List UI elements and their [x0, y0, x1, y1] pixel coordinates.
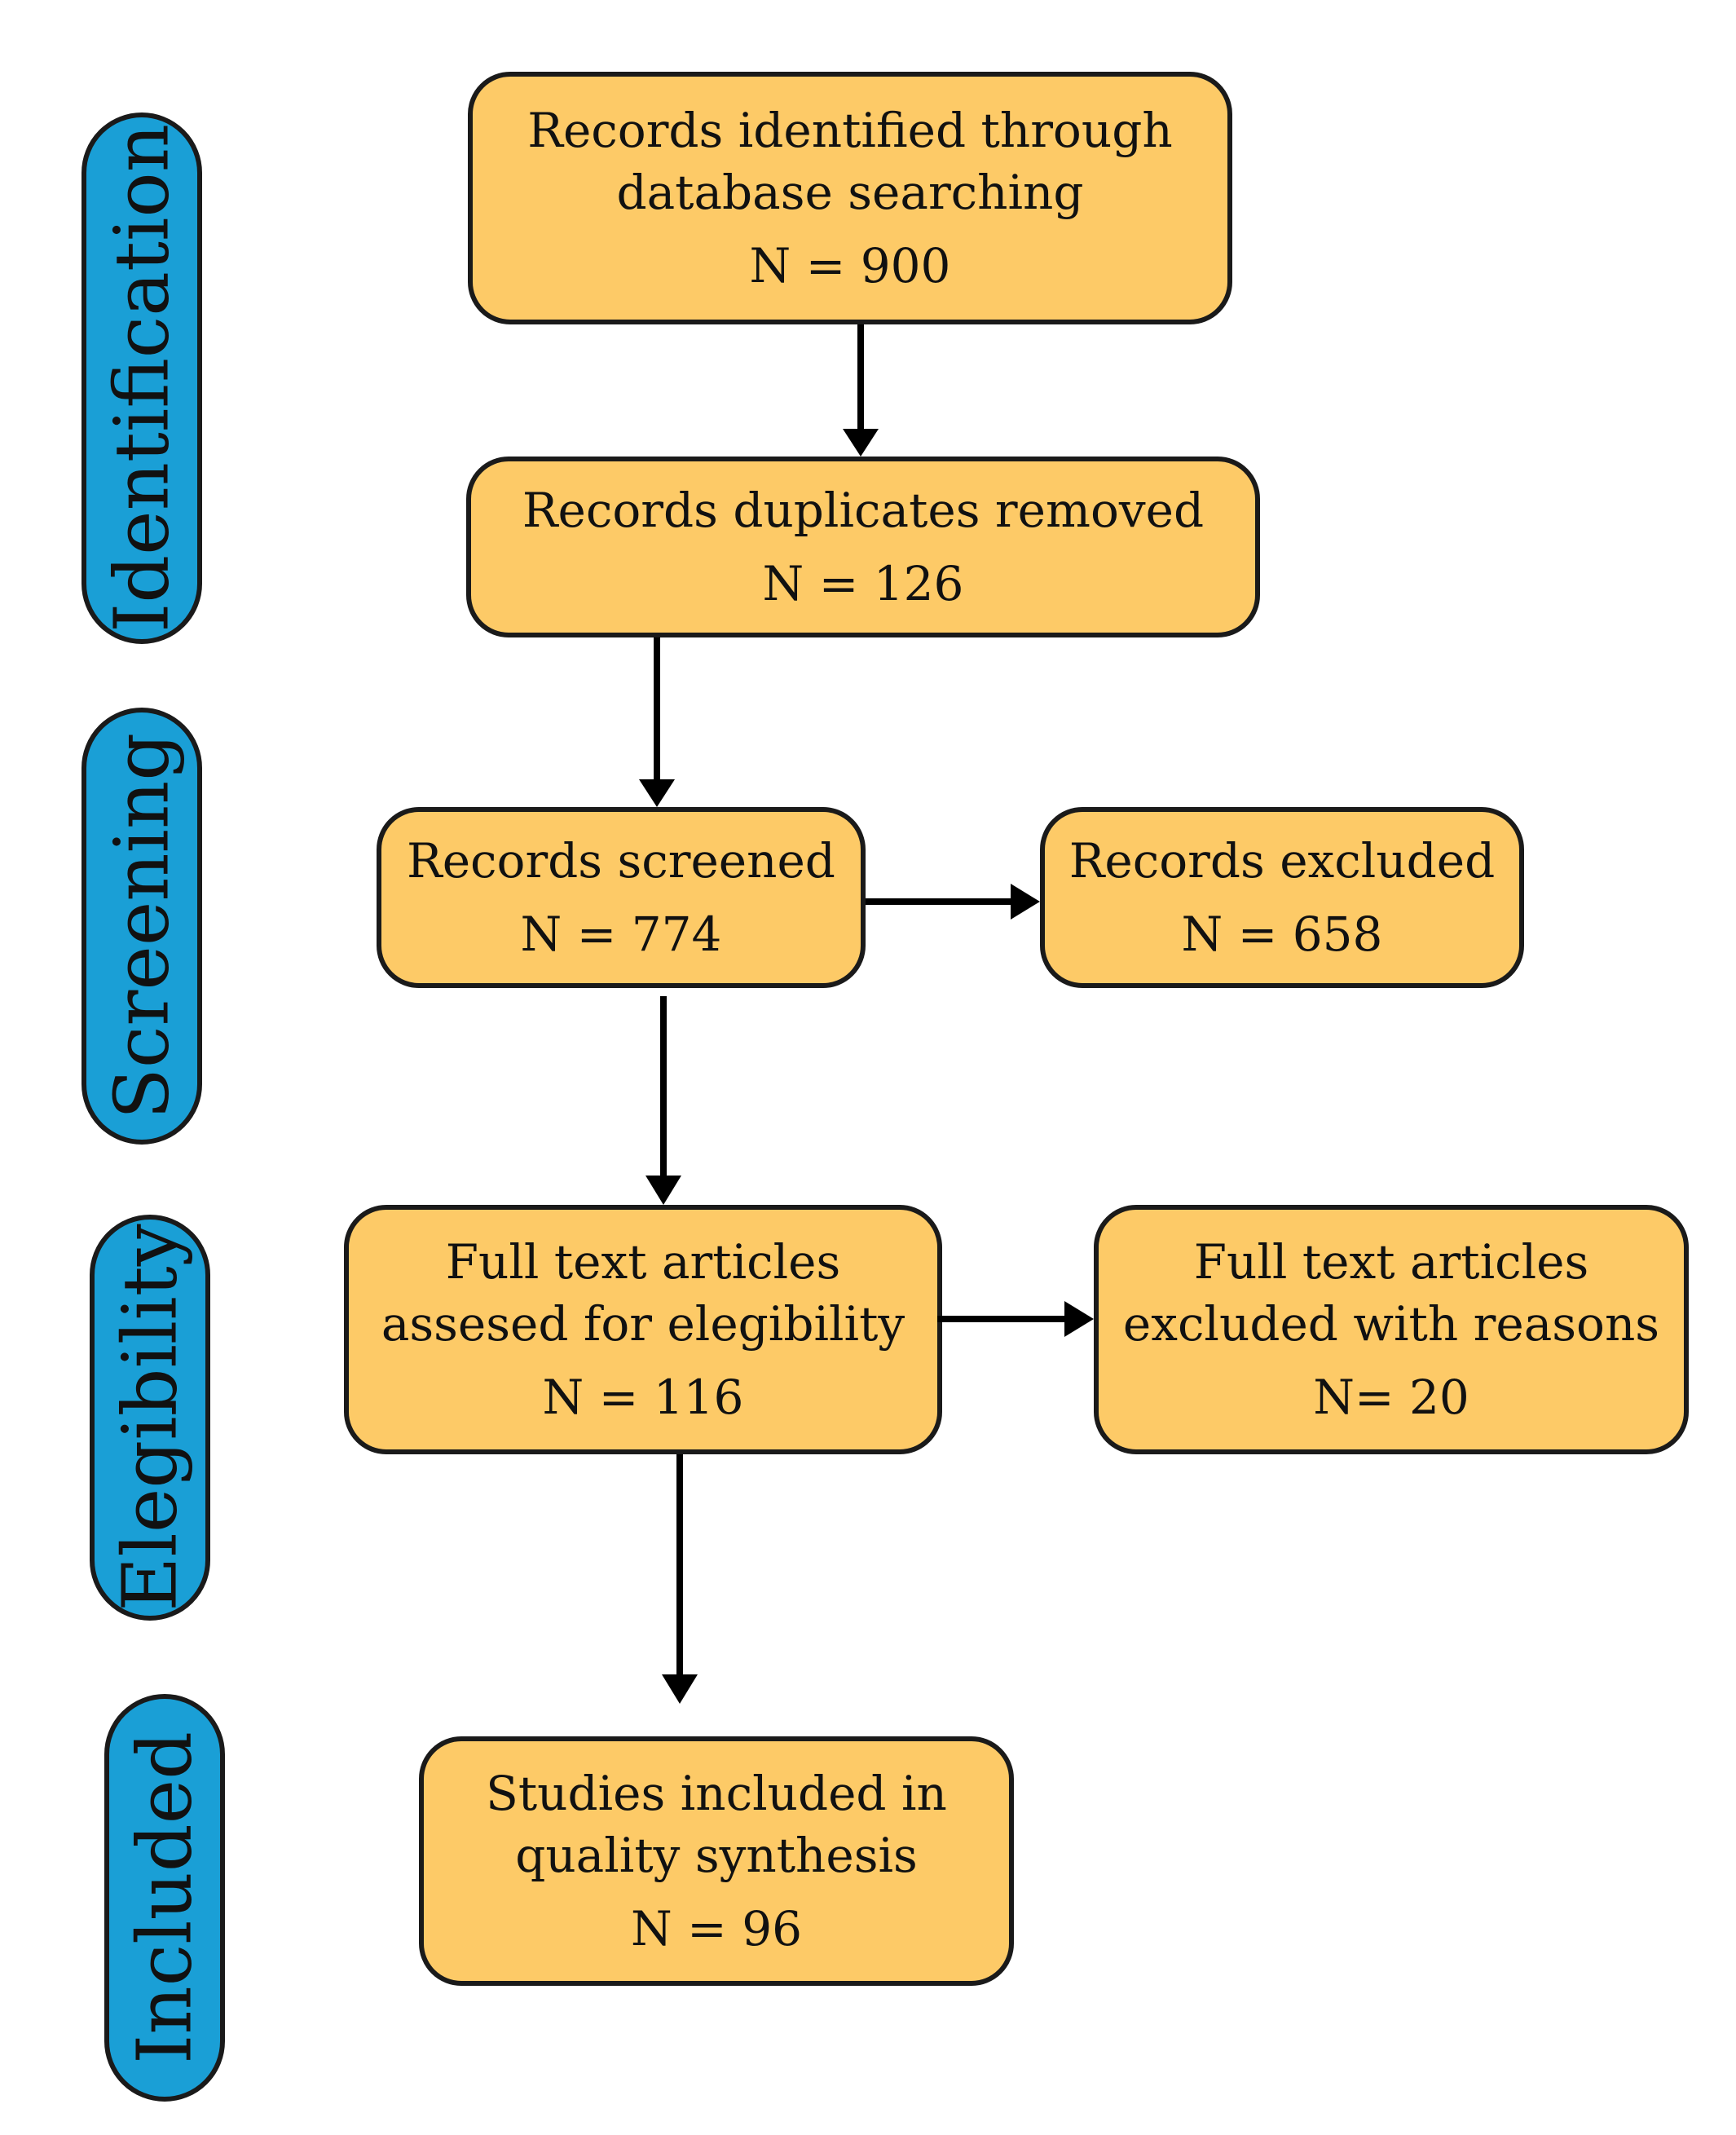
box-records-identified-line-1: Records identified through: [527, 103, 1173, 158]
stage-included: Included: [104, 1694, 225, 2102]
arrowhead-fulltext-to-included: [662, 1674, 698, 1704]
box-records-screened: Records screened N = 774: [377, 807, 866, 988]
arrowhead-screened-to-fulltext: [645, 1176, 681, 1205]
arrowhead-duplicates-to-screened: [639, 779, 675, 807]
box-full-text-assessed: Full text articles assesed for elegibili…: [344, 1205, 942, 1454]
stage-identification: Identification: [82, 112, 202, 644]
arrowhead-fulltext-to-excluded: [1064, 1301, 1094, 1337]
box-records-excluded: Records excluded N = 658: [1040, 807, 1524, 988]
stage-eligibility: Elegibility: [90, 1215, 210, 1621]
stage-screening: Screening: [82, 708, 202, 1145]
box-records-excluded-line-1: Records excluded: [1068, 833, 1496, 889]
box-studies-included-line-2: quality synthesis: [515, 1828, 918, 1883]
box-full-text-assessed-line-2: assesed for elegibility: [381, 1296, 905, 1352]
box-full-text-excluded-count: N= 20: [1313, 1370, 1469, 1425]
box-studies-included-line-1: Studies included in: [486, 1766, 947, 1821]
arrowhead-identified-to-duplicates: [843, 429, 879, 457]
box-records-identified-line-2: database searching: [616, 165, 1084, 220]
box-duplicates-removed: Records duplicates removed N = 126: [466, 457, 1260, 637]
box-full-text-excluded-line-2: excluded with reasons: [1122, 1296, 1660, 1352]
box-records-identified: Records identified through database sear…: [468, 72, 1232, 324]
box-full-text-assessed-line-1: Full text articles: [445, 1234, 841, 1290]
box-studies-included-count: N = 96: [630, 1901, 803, 1956]
box-records-excluded-count: N = 658: [1181, 906, 1383, 962]
arrowhead-screened-to-excluded: [1011, 884, 1040, 920]
box-full-text-assessed-count: N = 116: [542, 1370, 744, 1425]
box-records-identified-count: N = 900: [749, 238, 951, 293]
box-duplicates-removed-count: N = 126: [762, 556, 964, 611]
box-records-screened-line-1: Records screened: [407, 833, 835, 889]
box-records-screened-count: N = 774: [520, 906, 722, 962]
box-full-text-excluded-line-1: Full text articles: [1193, 1234, 1589, 1290]
box-full-text-excluded: Full text articles excluded with reasons…: [1094, 1205, 1689, 1454]
box-studies-included: Studies included in quality synthesis N …: [419, 1736, 1014, 1986]
box-duplicates-removed-line-1: Records duplicates removed: [522, 483, 1205, 538]
